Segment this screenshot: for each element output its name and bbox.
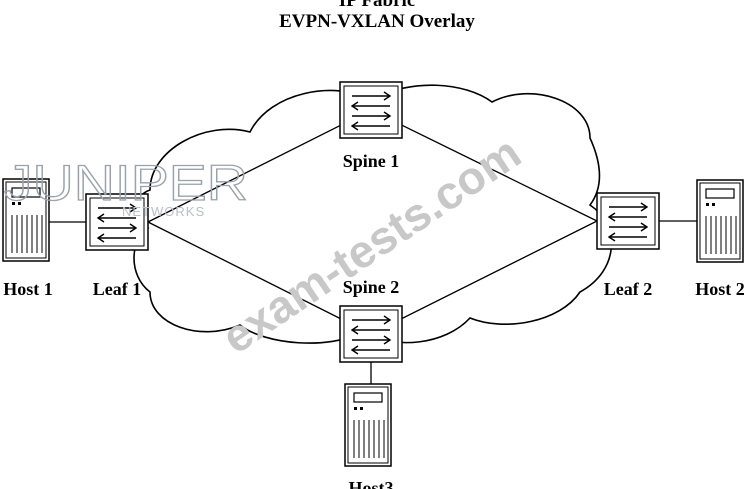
leaf-2-label: Leaf 2 [604,279,653,299]
leaf-2-switch[interactable] [596,192,660,250]
spine-1-label: Spine 1 [343,151,400,171]
spine-2-switch[interactable] [339,305,403,363]
spine-2-label: Spine 2 [343,277,400,297]
server-icon [696,179,744,263]
server-icon [344,383,392,467]
switch-icon [339,305,403,363]
link-leaf2-spine1 [370,109,598,222]
switch-icon [596,192,660,250]
link-leaf1-spine1 [147,109,372,223]
host-3-server[interactable] [344,383,392,467]
host-3-label: Host3 [349,478,394,489]
leaf-1-label: Leaf 1 [93,279,142,299]
title-line-1: IP Fabric [339,0,416,11]
title-line-2: EVPN-VXLAN Overlay [279,11,475,32]
host-2-server[interactable] [696,179,744,263]
host-1-label: Host 1 [3,279,53,299]
juniper-logo-watermark: JUNIPER [4,155,248,211]
spine-1-switch[interactable] [339,81,403,139]
switch-icon [339,81,403,139]
links-layer [49,109,697,384]
link-leaf2-spine2 [370,220,598,335]
link-leaf1-spine2 [147,221,372,335]
juniper-networks-watermark: NETWORKS [122,204,205,219]
host-2-label: Host 2 [695,279,745,299]
